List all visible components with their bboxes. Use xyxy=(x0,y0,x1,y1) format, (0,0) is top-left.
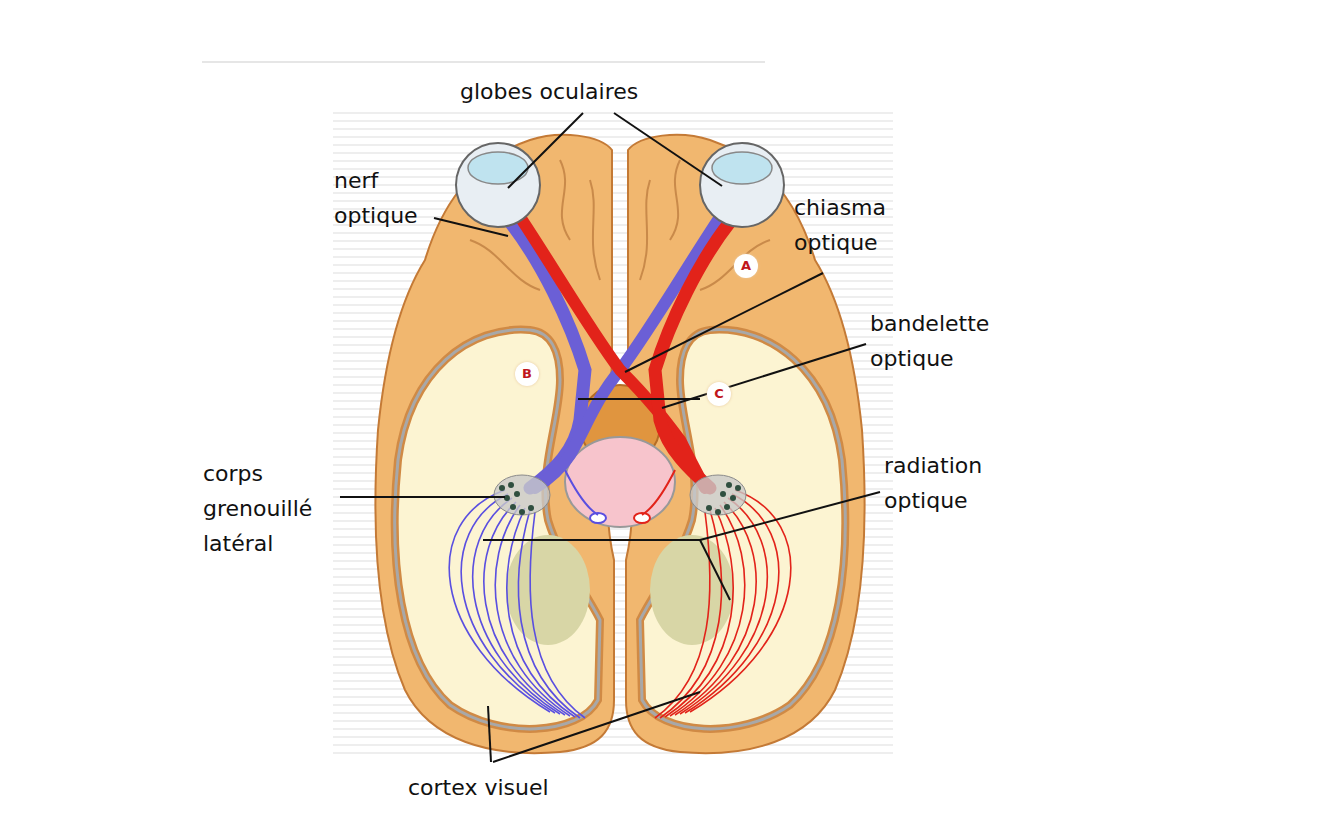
callout-letter: C xyxy=(707,382,731,406)
lgn-dots xyxy=(499,482,741,515)
part-label: globes oculaires xyxy=(460,74,675,109)
left-cut-region xyxy=(395,330,600,729)
brainstem xyxy=(565,437,675,527)
left-optic-radiation xyxy=(449,490,585,718)
midbrain-fiber xyxy=(642,470,675,515)
right-lgn xyxy=(690,475,746,515)
right-eyeball xyxy=(700,143,784,227)
right-cornea xyxy=(712,152,772,184)
part-label: bandelette optique xyxy=(870,306,1030,376)
part-label: corps grenouillé latéral xyxy=(203,456,335,561)
right-temporal-fibers xyxy=(655,222,730,488)
left-lgn xyxy=(494,475,550,515)
top-rule xyxy=(202,61,765,63)
left-cornea xyxy=(468,152,528,184)
right-hemisphere xyxy=(626,135,865,753)
part-label: nerf optique xyxy=(334,163,434,233)
left-cut-outline xyxy=(395,330,600,729)
midbrain-fiber xyxy=(565,470,598,515)
callout-letter: A xyxy=(734,254,758,278)
callout-letter: B xyxy=(515,362,539,386)
part-label: chiasma optique xyxy=(794,190,906,260)
part-label: radiation optique xyxy=(884,448,1019,518)
right-optic-radiation xyxy=(655,490,791,718)
part-label: cortex visuel xyxy=(408,770,608,805)
left-eyeball xyxy=(456,143,540,227)
